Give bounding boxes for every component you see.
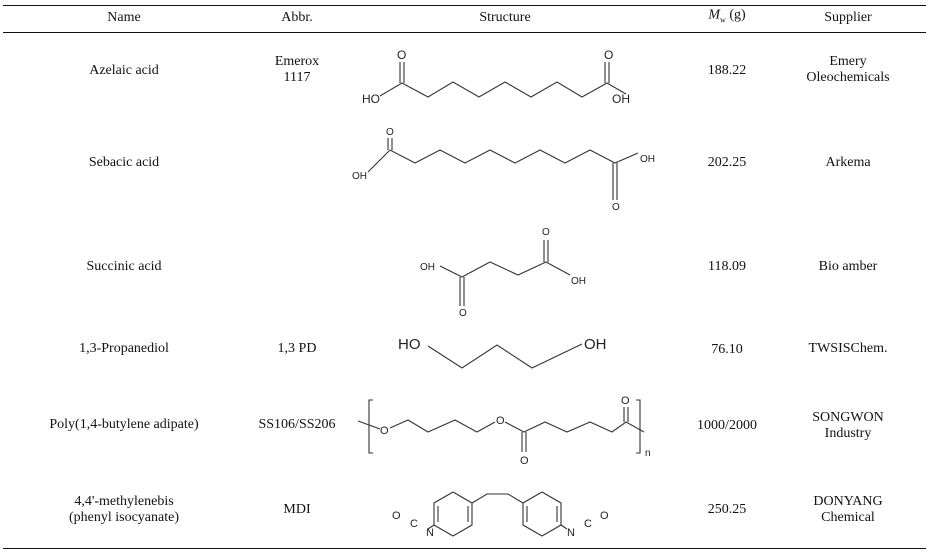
atom-label: O [380,425,389,437]
row-mw: 118.09 [708,259,746,274]
header-abbr: Abbr. [281,10,313,25]
atom-label: O [397,48,406,62]
atom-label: OH [420,262,435,273]
row-mw: 188.22 [707,63,747,78]
atom-label: O [600,510,609,522]
atom-label: O [612,202,620,213]
row-supplier: TWSISChem. [808,341,888,356]
atom-label: OH [571,276,586,287]
row-mw: 1000/2000 [697,418,757,433]
atom-label: C [410,518,418,530]
atom-label: O [621,395,630,407]
row-abbr: Emerox 1117 [274,54,320,85]
repeat-subscript: n [645,448,651,459]
row-abbr: MDI [283,502,311,517]
atom-label: HO [398,336,421,353]
mw-unit: (g) [725,7,746,23]
header-supplier: Supplier [824,10,872,25]
atom-label: O [542,227,550,238]
header-mw: Mw (g) [708,8,745,29]
atom-label: C [584,518,592,530]
row-abbr: SS106/SS206 [258,417,336,432]
atom-label: O [386,127,394,138]
row-mw: 202.25 [707,155,747,170]
row-name: Poly(1,4-butylene adipate) [49,417,199,432]
atom-label: O [459,308,467,319]
header-structure: Structure [479,10,531,25]
row-name: Azelaic acid [89,63,159,78]
atom-label: N [567,527,575,539]
pba-structure: n O O O O [357,395,651,467]
azelaic-acid-structure: HO O O OH [362,48,630,106]
header-rule [3,32,926,33]
mdi-structure: O C N N C O [392,491,609,539]
atom-label: OH [612,92,630,106]
atom-label: OH [352,171,367,182]
row-name: 4,4'-methylenebis (phenyl isocyanate) [68,494,180,525]
atom-label: O [604,48,613,62]
atom-label: O [496,415,505,427]
row-name: Sebacic acid [88,155,160,170]
row-mw: 76.10 [711,342,743,357]
top-rule [3,5,926,7]
atom-label: HO [362,92,380,106]
atom-label: OH [584,336,607,353]
propanediol-structure: HO OH [398,336,607,369]
atom-label: N [426,527,434,539]
succinic-acid-structure: OH O O OH [420,227,586,319]
row-mw: 250.25 [707,502,747,517]
mw-symbol: M [708,7,721,23]
atom-label: O [520,455,529,467]
row-supplier: SONGWON Industry [812,410,884,441]
mw-subscript: w [720,15,726,25]
row-supplier: Bio amber [818,259,878,274]
row-supplier: DONYANG Chemical [813,494,883,525]
row-abbr: 1,3 PD [277,341,317,356]
row-supplier: Emery Oleochemicals [806,54,890,85]
sebacic-acid-structure: OH O O OH [352,127,655,213]
header-name: Name [107,10,141,25]
row-supplier: Arkema [825,155,871,170]
atom-label: O [392,510,401,522]
atom-label: OH [640,154,655,165]
bottom-rule [3,548,926,550]
row-name: 1,3-Propanediol [79,341,169,356]
row-name: Succinic acid [86,259,162,274]
